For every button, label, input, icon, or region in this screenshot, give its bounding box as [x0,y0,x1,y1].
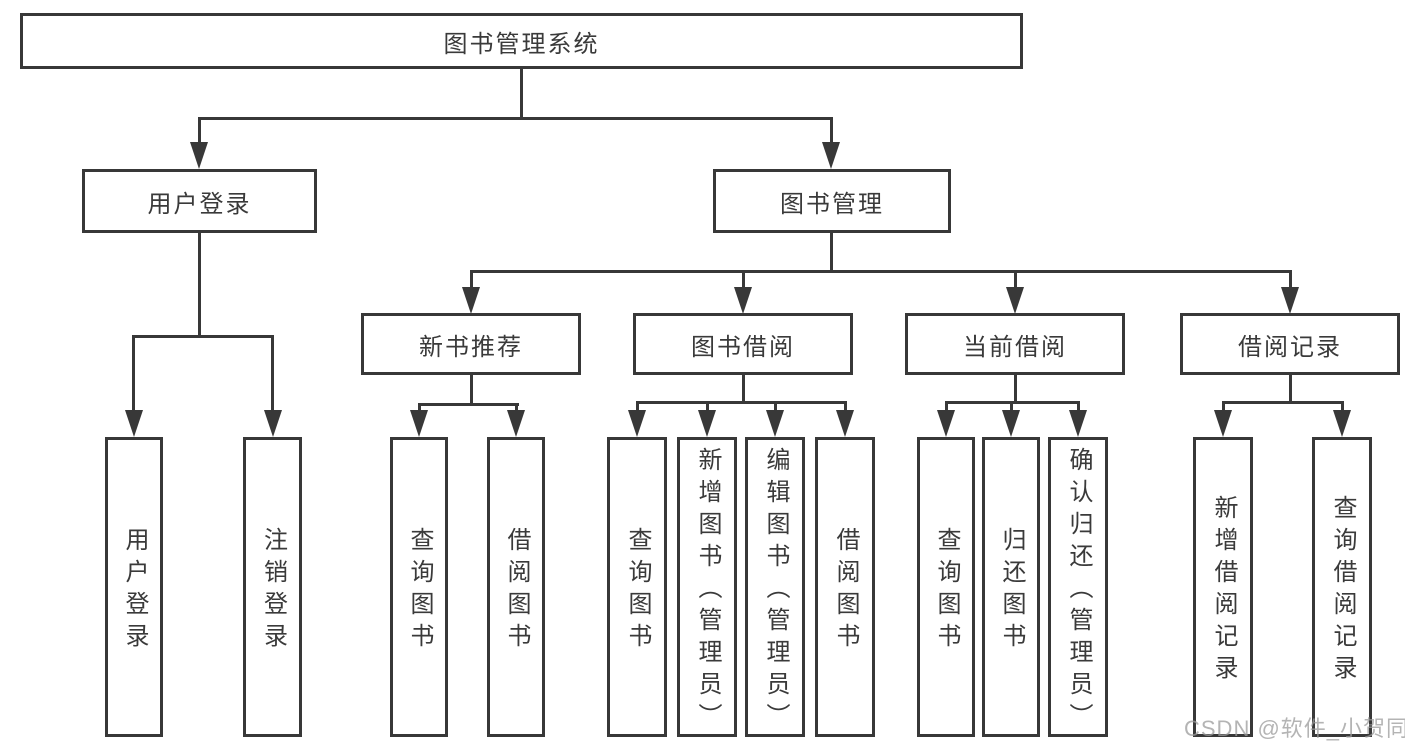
node-label: 借阅图书 [503,527,530,655]
connector-drop-nr-borrow [515,403,518,412]
node-label: 借阅记录 [1238,333,1342,361]
node-label: 图书管理系统 [443,30,600,58]
connector-drop-br-query [1341,401,1344,412]
connector-level3-rail [470,270,1292,273]
arrow-to-cb-query [937,410,955,437]
leaf-bb-borrow-book: 借阅图书 [815,437,875,737]
arrow-to-bb-add [698,410,716,437]
node-label: 确认归还（管理员） [1065,447,1092,735]
connector-drop-cb-query [945,401,948,412]
connector-drop-br-add [1222,401,1225,412]
connector-new-book-recommend-stub [470,373,473,406]
arrow-to-current-borrow [1006,287,1024,314]
node-label: 查询图书 [406,527,433,655]
node-label: 查询图书 [933,527,960,655]
connector-drop-book-borrow [742,270,745,288]
arrow-to-book-borrow [734,287,752,314]
leaf-cb-return-book: 归还图书 [982,437,1040,737]
leaf-bb-query-book: 查询图书 [607,437,667,737]
connector-drop-new-book-recommend [470,270,473,288]
arrow-to-user-login [190,142,208,169]
arrow-to-bb-query [628,410,646,437]
node-label: 用户登录 [147,190,252,218]
node-label: 归还图书 [998,527,1025,655]
node-book-management: 图书管理 [713,169,951,233]
connector-drop-cb-return [1010,401,1013,412]
connector-drop-login [132,335,135,411]
leaf-user-login: 用户登录 [105,437,163,737]
leaf-cb-query-book: 查询图书 [917,437,975,737]
leaf-br-query-record: 查询借阅记录 [1312,437,1372,737]
arrow-to-nr-borrow [507,410,525,437]
node-label: 借阅图书 [832,527,859,655]
node-label: 图书借阅 [691,333,795,361]
node-label: 新书推荐 [419,333,523,361]
node-label: 注销登录 [259,527,287,655]
connector-drop-logout [271,335,274,411]
leaf-bb-edit-book-admin: 编辑图书（管理员） [745,437,805,737]
leaf-bb-add-book-admin: 新增图书（管理员） [677,437,737,737]
connector-drop-bb-query [636,401,639,412]
node-label: 查询借阅记录 [1329,495,1356,687]
node-book-borrow: 图书借阅 [633,313,853,375]
arrow-to-book-management [822,142,840,169]
leaf-nr-borrow-book: 借阅图书 [487,437,545,737]
arrow-to-cb-return [1002,410,1020,437]
connector-book-borrow-stub [742,373,745,403]
node-library-management-system: 图书管理系统 [20,13,1023,69]
connector-new-book-recommend-rail [418,403,519,406]
connector-root-stub [520,66,523,120]
arrow-to-nr-query [410,410,428,437]
connector-drop-current-borrow [1014,270,1017,288]
node-label: 编辑图书（管理员） [762,447,789,735]
node-label: 当前借阅 [963,333,1067,361]
arrow-to-borrow-records [1281,287,1299,314]
watermark: CSDN @软件_小贺同学 [1184,716,1405,741]
arrow-to-br-query [1333,410,1351,437]
connector-drop-book-management [830,117,833,144]
leaf-logout: 注销登录 [243,437,302,737]
node-user-login: 用户登录 [82,169,317,233]
connector-drop-user-login [198,117,201,144]
node-current-borrow: 当前借阅 [905,313,1125,375]
connector-current-borrow-stub [1014,373,1017,403]
connector-book-management-stub [830,232,833,273]
connector-drop-nr-query [418,403,421,412]
node-new-book-recommend: 新书推荐 [361,313,581,375]
arrow-to-br-add [1214,410,1232,437]
connector-drop-borrow-records [1289,270,1292,288]
leaf-nr-query-book: 查询图书 [390,437,448,737]
connector-drop-cb-confirm [1077,401,1080,412]
arrow-to-new-book-recommend [462,287,480,314]
node-label: 新增借阅记录 [1210,495,1237,687]
connector-book-borrow-rail [636,401,847,404]
connector-user-login-rail [132,335,274,338]
arrow-to-login [125,410,143,437]
arrow-to-bb-borrow [836,410,854,437]
leaf-br-add-record: 新增借阅记录 [1193,437,1253,737]
node-borrow-records: 借阅记录 [1180,313,1400,375]
node-label: 用户登录 [121,527,148,655]
arrow-to-logout [264,410,282,437]
arrow-to-bb-edit [766,410,784,437]
connector-user-login-stub [198,232,201,336]
node-label: 查询图书 [624,527,651,655]
leaf-cb-confirm-return-admin: 确认归还（管理员） [1048,437,1108,737]
node-label: 新增图书（管理员） [694,447,721,735]
connector-drop-bb-add [706,401,709,412]
arrow-to-cb-confirm [1069,410,1087,437]
node-label: 图书管理 [780,190,884,218]
connector-level2-rail [198,117,833,120]
connector-drop-bb-borrow [844,401,847,412]
connector-borrow-records-stub [1289,373,1292,403]
connector-drop-bb-edit [774,401,777,412]
connector-borrow-records-rail [1222,401,1344,404]
